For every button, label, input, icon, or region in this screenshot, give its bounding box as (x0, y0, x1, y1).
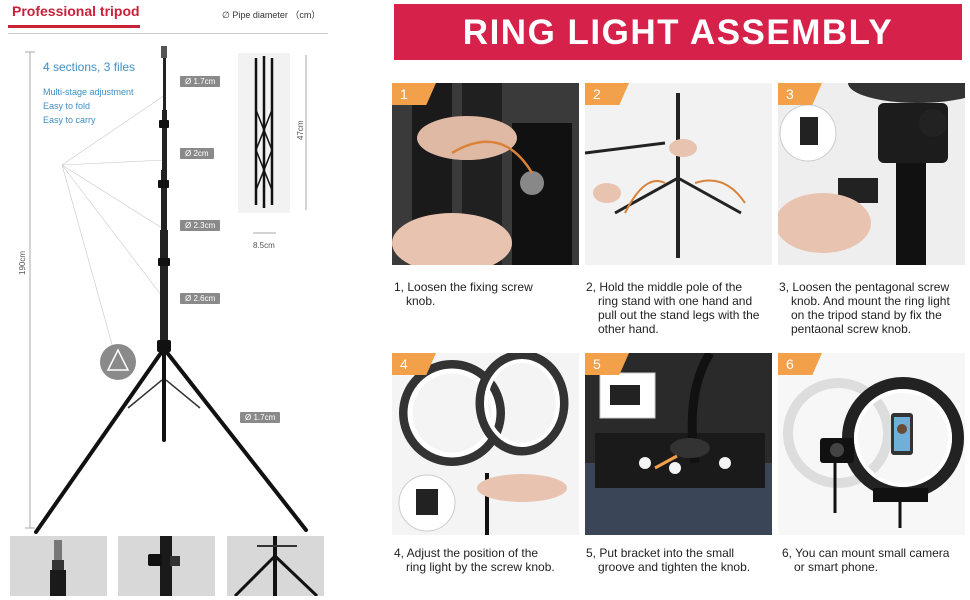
step-5-photo: 5 (585, 353, 772, 535)
step-3-caption-rest: knob. And mount the ring light on the tr… (791, 294, 950, 336)
step-1-caption: 1, Loosen the fixing screw knob. (394, 280, 579, 308)
pipe-diameter-note: ∅ Pipe diameter （cm） (222, 10, 321, 20)
step-2-caption-rest: ring stand with one hand and pull out th… (598, 294, 760, 336)
step-4-caption-rest: ring light by the screw knob. (406, 560, 555, 574)
step-4-caption-line1: 4, Adjust the position of the (394, 546, 539, 560)
assembly-banner: RING LIGHT ASSEMBLY (394, 4, 962, 60)
step-3-number: 3 (778, 83, 822, 105)
step-1-number: 1 (392, 83, 436, 105)
pipe-label-top: Ø 1.7cm (180, 76, 221, 87)
tripod-title: Professional tripod (12, 3, 140, 19)
pipe-label-fourth: Ø 2.6cm (180, 293, 221, 304)
step-4-caption: 4, Adjust the position of the ring light… (394, 546, 579, 574)
step-3-caption-line1: 3, Loosen the pentagonal screw (779, 280, 950, 294)
step-3-caption: 3, Loosen the pentagonal screw knob. And… (779, 280, 964, 336)
banner-title: RING LIGHT ASSEMBLY (462, 13, 894, 52)
pipe-label-second: Ø 2cm (180, 148, 214, 159)
step-2-caption: 2, Hold the middle pole of the ring stan… (586, 280, 771, 336)
step-5-caption-rest: groove and tighten the knob. (598, 560, 751, 574)
step-2-caption-line1: 2, Hold the middle pole of the (586, 280, 743, 294)
thumb-top-screw (10, 536, 107, 596)
step-6-photo: 6 (778, 353, 965, 535)
tripod-header (8, 6, 328, 34)
thumb-knob (118, 536, 215, 596)
step-5-caption-line1: 5, Put bracket into the small (586, 546, 735, 560)
thumb-legs (227, 536, 324, 596)
pipe-label-leg: Ø 1.7cm (240, 412, 281, 423)
step-6-caption-line1: 6, You can mount small camera (782, 546, 950, 560)
step-5-caption: 5, Put bracket into the small groove and… (586, 546, 771, 574)
step-4-number: 4 (392, 353, 436, 375)
folded-height-dimension: 47cm (296, 120, 305, 140)
step-1-photo: 1 (392, 83, 579, 265)
pipe-label-third: Ø 2.3cm (180, 220, 221, 231)
step-6-number: 6 (778, 353, 822, 375)
step-2-photo: 2 (585, 83, 772, 265)
step-6-caption-rest: or smart phone. (794, 560, 879, 574)
title-underline (8, 25, 140, 28)
feature-adjustment: Multi-stage adjustment (43, 87, 134, 97)
step-4-photo: 4 (392, 353, 579, 535)
step-6-caption: 6, You can mount small camera or smart p… (782, 546, 967, 574)
feature-carry: Easy to carry (43, 115, 96, 125)
step-3-photo: 3 (778, 83, 965, 265)
step-1-caption-rest: knob. (406, 294, 436, 308)
step-1-caption-line1: 1, Loosen the fixing screw (394, 280, 533, 294)
step-5-number: 5 (585, 353, 629, 375)
height-dimension: 190cm (18, 250, 27, 275)
feature-fold: Easy to fold (43, 101, 91, 111)
sections-text: 4 sections, 3 files (43, 60, 136, 74)
step-2-number: 2 (585, 83, 629, 105)
folded-width-dimension: 8.5cm (253, 241, 275, 250)
tripod-illustration (25, 46, 308, 534)
tripod-spec-panel: Professional tripod ∅ Pipe diameter （cm）… (0, 0, 335, 600)
